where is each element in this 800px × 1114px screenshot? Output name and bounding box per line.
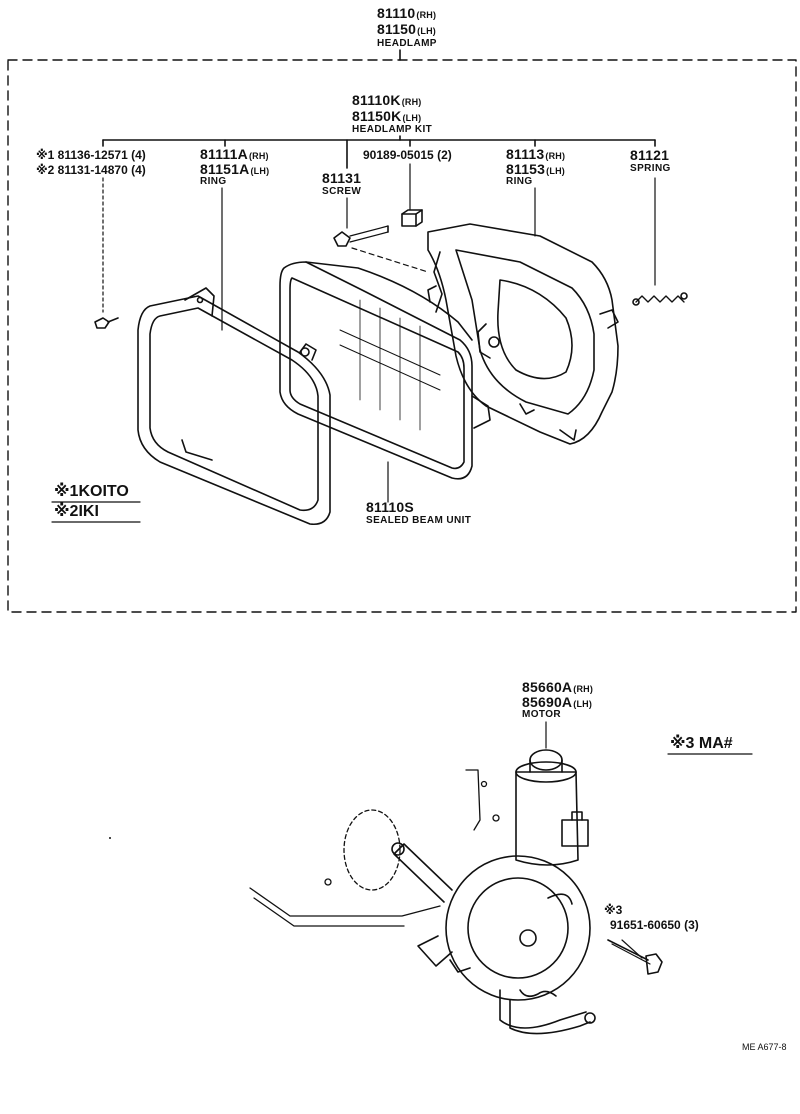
clip-pn: 90189-05015 (2) [363, 148, 452, 162]
drawing-code: ME A677-8 [742, 1042, 787, 1052]
actuator-motor [515, 749, 589, 866]
bolt-mark: ※3 [604, 903, 623, 917]
left-ring-name: RING [200, 176, 227, 187]
motor-pn-rh: 85660A(RH) [522, 679, 594, 695]
kit-name: HEADLAMP KIT [352, 124, 433, 135]
kit-pn-rh: 81110K(RH) [352, 92, 422, 108]
part-81136: ※1 81136-12571 (4) [36, 148, 146, 162]
headlamp-housing [427, 223, 619, 445]
clip-nut [401, 209, 423, 227]
part-81131-iki: ※2 81131-14870 (4) [36, 163, 146, 177]
kit-bracket-lines [102, 135, 656, 169]
screw-pn: 81131 [322, 170, 362, 186]
left-ring [137, 287, 331, 526]
right-ring-name: RING [506, 176, 533, 187]
actuator-gearbox [391, 842, 596, 1035]
spring-pn: 81121 [630, 147, 670, 163]
left-ring-pn-rh: 81111A(RH) [200, 146, 269, 162]
sealed-beam-name: SEALED BEAM UNIT [366, 515, 472, 526]
kit-pn-lh: 81150K(LH) [352, 108, 422, 124]
adjusting-screw [333, 225, 389, 247]
bolt-pn: 91651-60650 (3) [610, 918, 699, 932]
ring-screw [94, 317, 119, 329]
sealed-beam-pn: 81110S [366, 499, 414, 515]
legend-iki: ※2IKI [54, 503, 99, 520]
spring [632, 292, 688, 306]
left-ring-pn-lh: 81151A(LH) [200, 161, 270, 177]
headlamp-name: HEADLAMP [377, 38, 437, 49]
motor-pn-lh: 85690A(LH) [522, 694, 593, 710]
spring-name: SPRING [630, 163, 671, 174]
legend-ma: ※3 MA# [670, 735, 733, 752]
right-ring-pn-rh: 81113(RH) [506, 146, 566, 162]
headlamp-pn-lh: 81150(LH) [377, 21, 436, 37]
headlamp-pn-rh: 81110(RH) [377, 5, 437, 21]
body-panel [109, 769, 500, 927]
motor-name: MOTOR [522, 709, 562, 720]
legend-koito: ※1KOITO [54, 483, 129, 500]
mounting-bolt [607, 939, 663, 975]
sealed-beam-unit [279, 261, 491, 480]
part-leaders [102, 163, 656, 503]
assembly-boundary [7, 59, 797, 613]
right-ring-pn-lh: 81153(LH) [506, 161, 565, 177]
screw-name: SCREW [322, 186, 362, 197]
